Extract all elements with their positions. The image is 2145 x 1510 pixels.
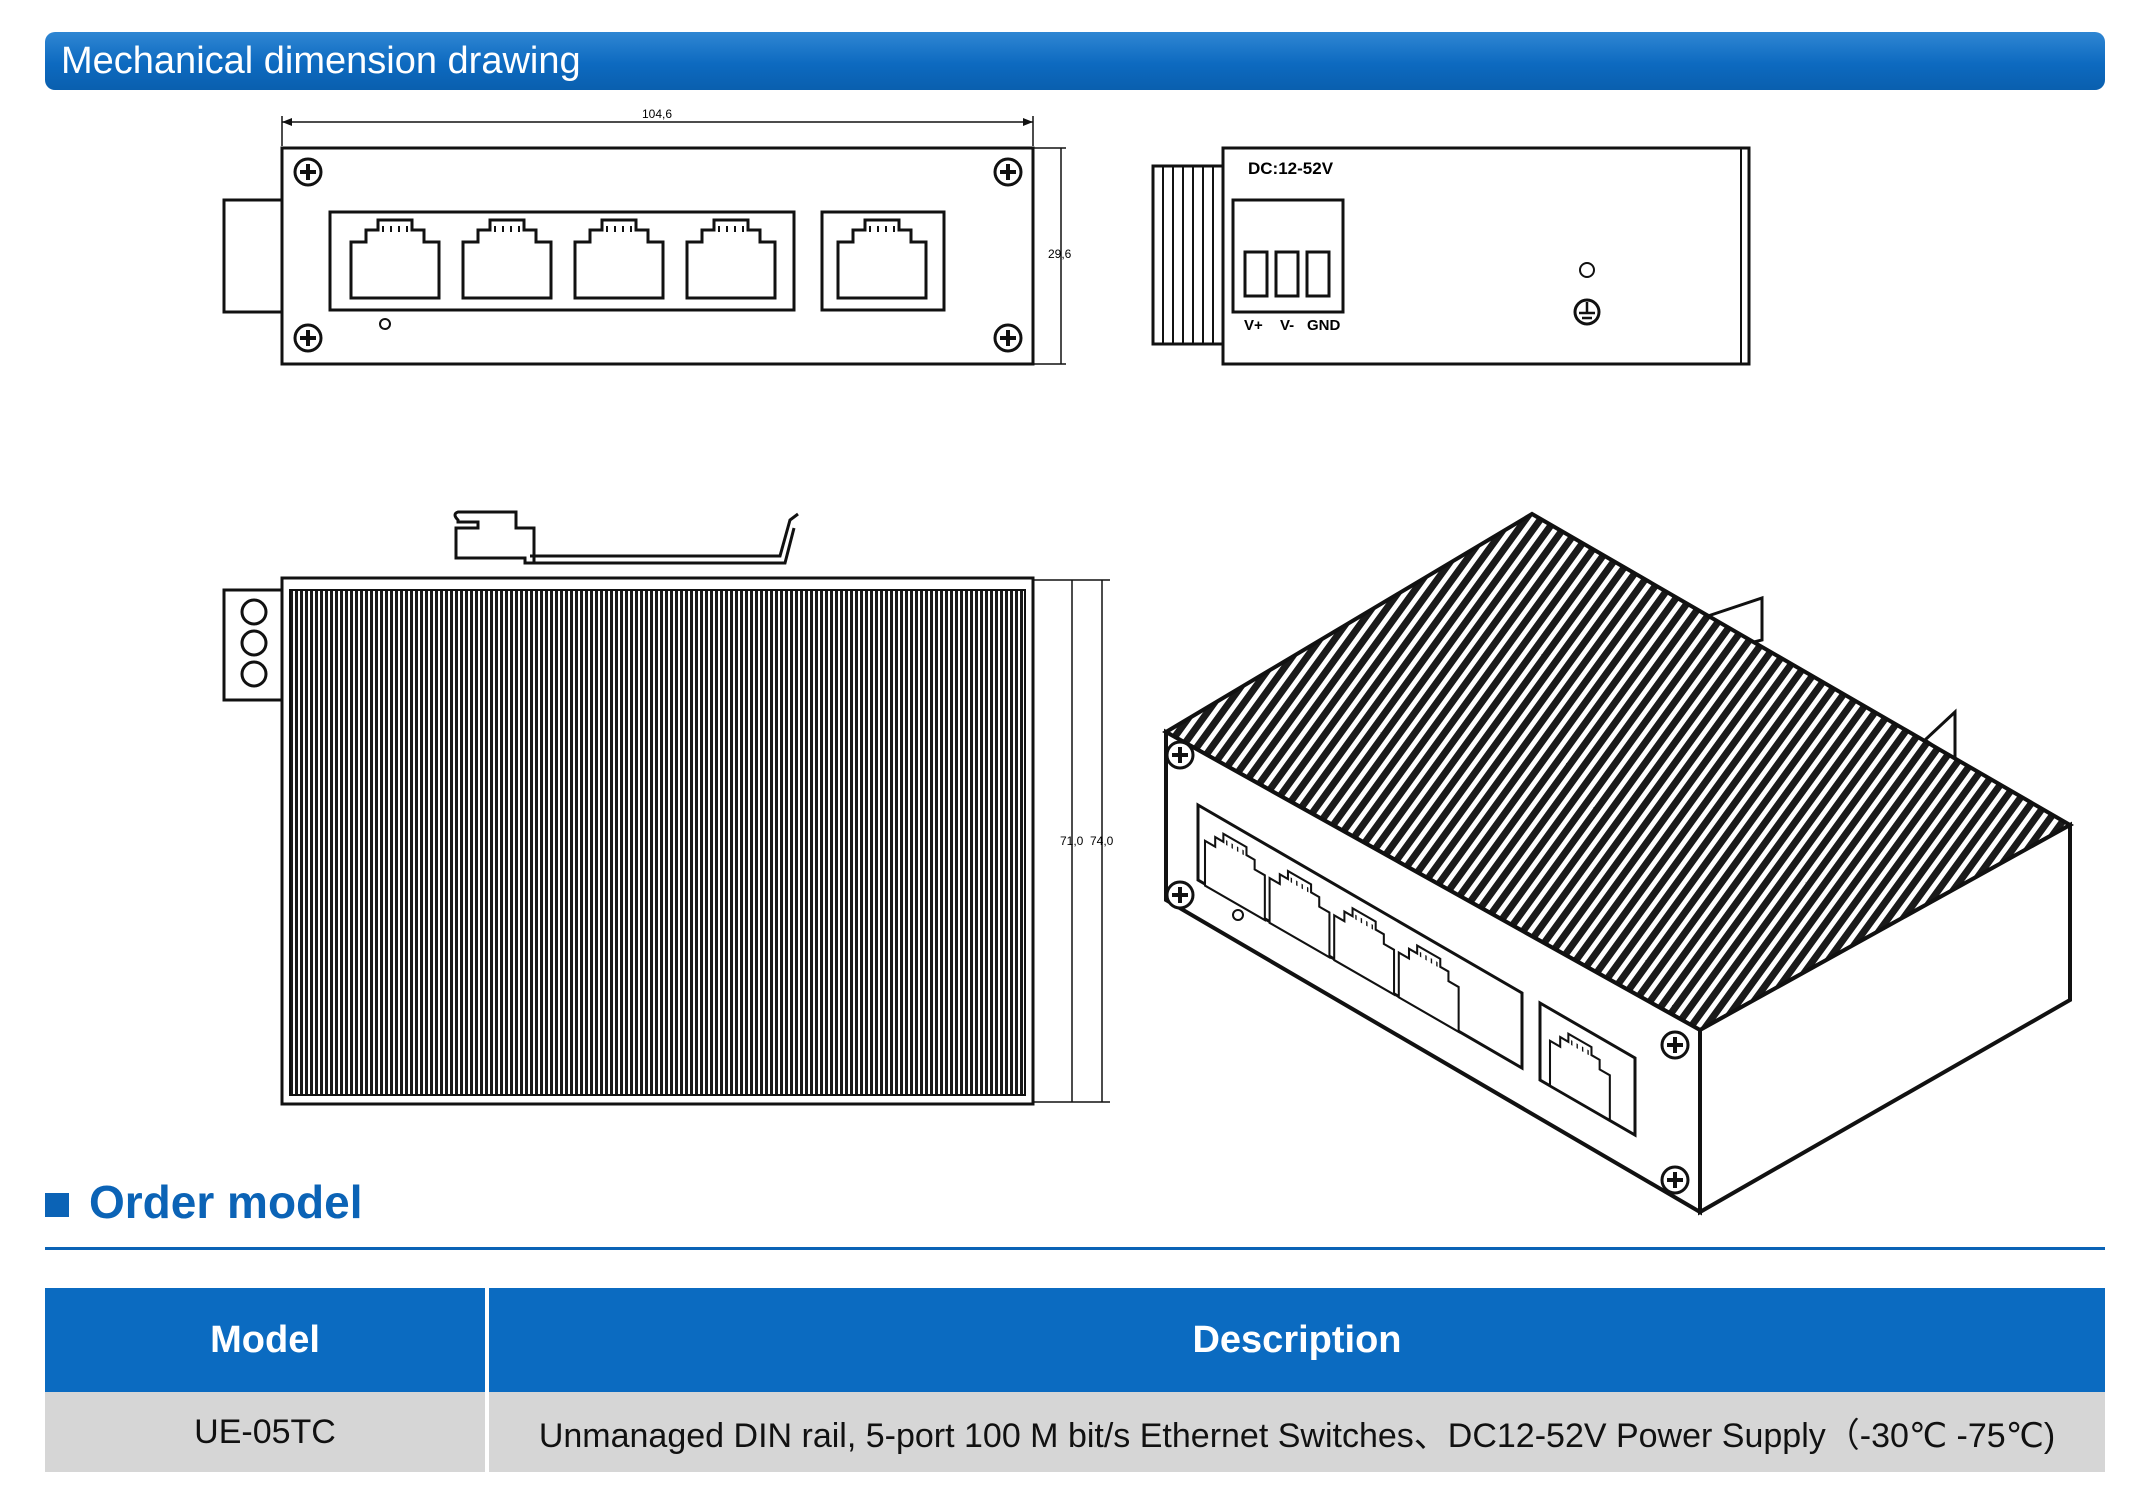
screw-icon	[293, 157, 323, 187]
terminal-label-vplus: V+	[1244, 317, 1263, 334]
screw-icon	[1165, 880, 1195, 910]
terminal-label-vminus: V-	[1280, 317, 1294, 334]
top-inner-dimension: 71,0	[1060, 834, 1084, 848]
top-outer-dimension: 74,0	[1090, 834, 1114, 848]
table-row: UE-05TC Unmanaged DIN rail, 5-port 100 M…	[45, 1392, 2105, 1472]
isometric-view	[1161, 511, 2075, 1216]
order-model-title: Order model	[89, 1176, 363, 1228]
led-indicator-icon	[1579, 262, 1595, 278]
screw-icon	[1660, 1165, 1690, 1195]
heading-square-icon	[45, 1193, 69, 1217]
led-indicator-icon	[379, 318, 391, 330]
order-model-heading: Order model	[45, 1172, 363, 1232]
front-width-dimension: 104,6	[642, 107, 672, 121]
led-indicator-icon	[1232, 909, 1244, 921]
cell-model: UE-05TC	[45, 1392, 489, 1472]
terminal-label-gnd: GND	[1307, 317, 1341, 334]
section-title: Mechanical dimension drawing	[61, 40, 581, 82]
cell-description: Unmanaged DIN rail, 5-port 100 M bit/s E…	[487, 1392, 2105, 1472]
screw-icon	[993, 157, 1023, 187]
header-model: Model	[45, 1288, 489, 1392]
screw-icon	[293, 323, 323, 353]
top-view: 71,0 74,0	[222, 510, 1114, 1106]
ground-symbol-icon	[1573, 298, 1601, 326]
mechanical-drawing: 104,6 29,6 DC:12-52V V+ V- GND	[222, 107, 2075, 1216]
front-view: 104,6 29,6	[222, 107, 1072, 366]
side-view: DC:12-52V V+ V- GND	[1151, 146, 1751, 366]
front-height-dimension: 29,6	[1048, 247, 1072, 261]
order-table: Model Description UE-05TC Unmanaged DIN …	[45, 1288, 2105, 1472]
header-description: Description	[487, 1288, 2105, 1392]
order-table-header: Model Description	[45, 1288, 2105, 1392]
section-header-bar: Mechanical dimension drawing	[45, 32, 2105, 90]
screw-icon	[1660, 1030, 1690, 1060]
power-rating-label: DC:12-52V	[1248, 159, 1334, 178]
screw-icon	[993, 323, 1023, 353]
order-divider	[45, 1247, 2105, 1250]
screw-icon	[1165, 740, 1195, 770]
